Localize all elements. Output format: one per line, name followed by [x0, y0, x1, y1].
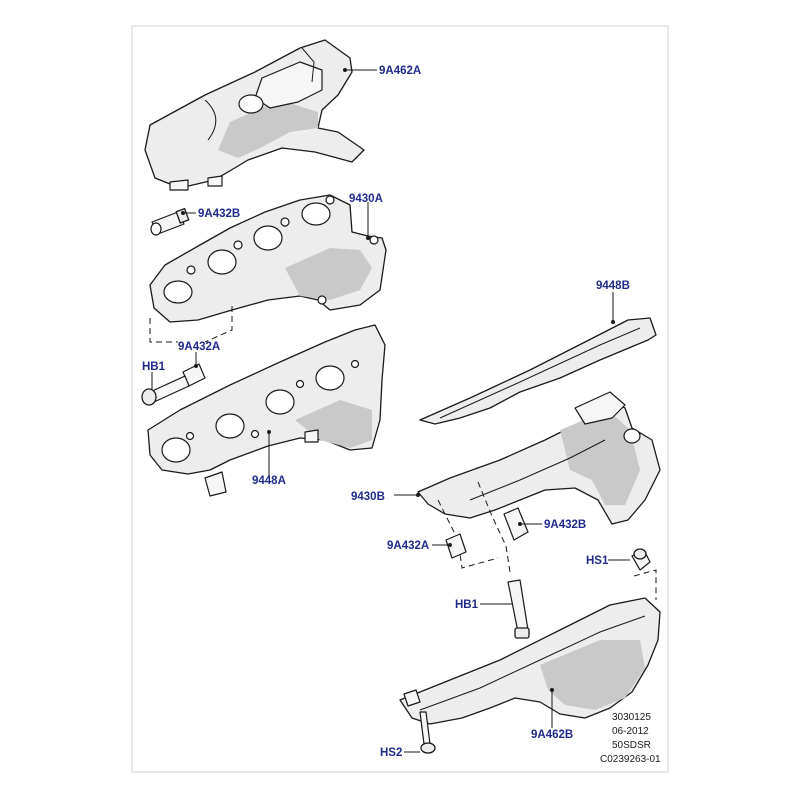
ref-date: 06-2012: [612, 726, 649, 737]
gasket-9448b: [419, 317, 657, 425]
label-9a462a: 9A462A: [379, 65, 421, 77]
label-9a432b-lower: 9A432B: [544, 519, 586, 531]
heat-shield-upper: [144, 39, 365, 191]
gasket-9448a: [147, 324, 386, 497]
bolt-9a432b-upper: [150, 208, 190, 236]
label-9430b: 9430B: [351, 491, 385, 503]
label-hs2: HS2: [380, 747, 402, 759]
label-9a462b: 9A462B: [531, 729, 573, 741]
reference-block: 3030125 06-2012 50SDSR C0239263-01: [600, 712, 661, 765]
label-hs1: HS1: [586, 555, 609, 567]
label-hb1-upper: HB1: [142, 361, 166, 373]
label-9a432b-upper: 9A432B: [198, 208, 240, 220]
exhaust-manifold-9430a: [149, 194, 387, 323]
label-9430a: 9430A: [349, 193, 383, 205]
ref-image-id: C0239263-01: [600, 754, 661, 765]
exhaust-manifold-9430b: [417, 391, 661, 525]
label-9a432a-lower: 9A432A: [387, 540, 429, 552]
stud-hs2: [419, 711, 436, 754]
heat-shield-lower: [399, 569, 661, 725]
bolt-9a432a-lower: [445, 533, 467, 559]
bolt-hb1-lower: [507, 579, 530, 639]
bolt-hb1-upper: [141, 375, 190, 406]
label-9448a: 9448A: [252, 475, 286, 487]
ref-model: 50SDSR: [612, 740, 651, 751]
bolt-9a432b-lower: [503, 507, 529, 541]
stud-hs1: [631, 548, 651, 571]
label-9a432a-upper: 9A432A: [178, 341, 220, 353]
label-9448b: 9448B: [596, 280, 630, 292]
ref-code: 3030125: [612, 712, 651, 723]
label-hb1-lower: HB1: [455, 599, 479, 611]
